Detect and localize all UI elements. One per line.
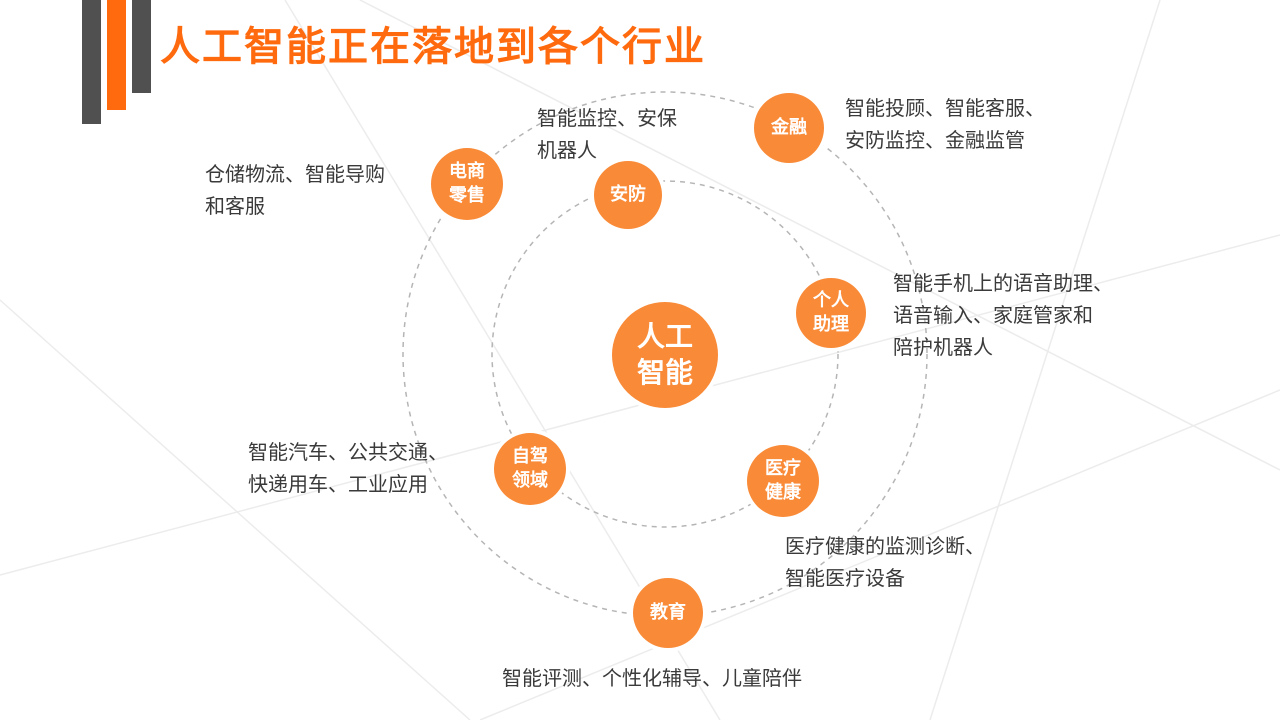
center-node-label: 人工 智能: [636, 320, 693, 389]
node-driving-label: 自驾 领域: [512, 446, 548, 491]
node-driving: 自驾 领域: [494, 433, 566, 505]
desc-security: 智能监控、安保 机器人: [537, 106, 677, 162]
node-medical-label: 医疗 健康: [765, 458, 801, 503]
desc-finance: 智能投顾、智能客服、 安防监控、金融监管: [845, 96, 1045, 152]
node-assistant-label: 个人 助理: [813, 290, 849, 335]
node-education-label: 教育: [650, 602, 686, 623]
desc-assistant: 智能手机上的语音助理、 语音输入、家庭管家和 陪护机器人: [893, 271, 1113, 359]
inner-ring: [491, 180, 839, 528]
decor-bar-orange: [107, 0, 126, 110]
node-medical: 医疗 健康: [747, 445, 819, 517]
decor-bar-dark-1: [82, 0, 101, 124]
desc-ecommerce: 仓储物流、智能导购 和客服: [205, 162, 385, 218]
page-title: 人工智能正在落地到各个行业: [160, 24, 706, 70]
desc-driving: 智能汽车、公共交通、 快递用车、工业应用: [248, 440, 448, 496]
node-finance: 金融: [754, 93, 824, 163]
center-node-ai: 人工 智能: [612, 302, 718, 408]
node-ecommerce-label: 电商 零售: [449, 161, 485, 206]
node-education: 教育: [633, 578, 703, 648]
desc-education: 智能评测、个性化辅导、儿童陪伴: [502, 666, 802, 690]
node-finance-label: 金融: [771, 117, 807, 138]
decor-bar-dark-2: [132, 0, 151, 93]
node-security: 安防: [594, 161, 662, 229]
node-security-label: 安防: [610, 184, 646, 205]
desc-medical: 医疗健康的监测诊断、 智能医疗设备: [785, 534, 985, 590]
node-assistant: 个人 助理: [796, 278, 866, 348]
node-ecommerce: 电商 零售: [431, 148, 503, 220]
